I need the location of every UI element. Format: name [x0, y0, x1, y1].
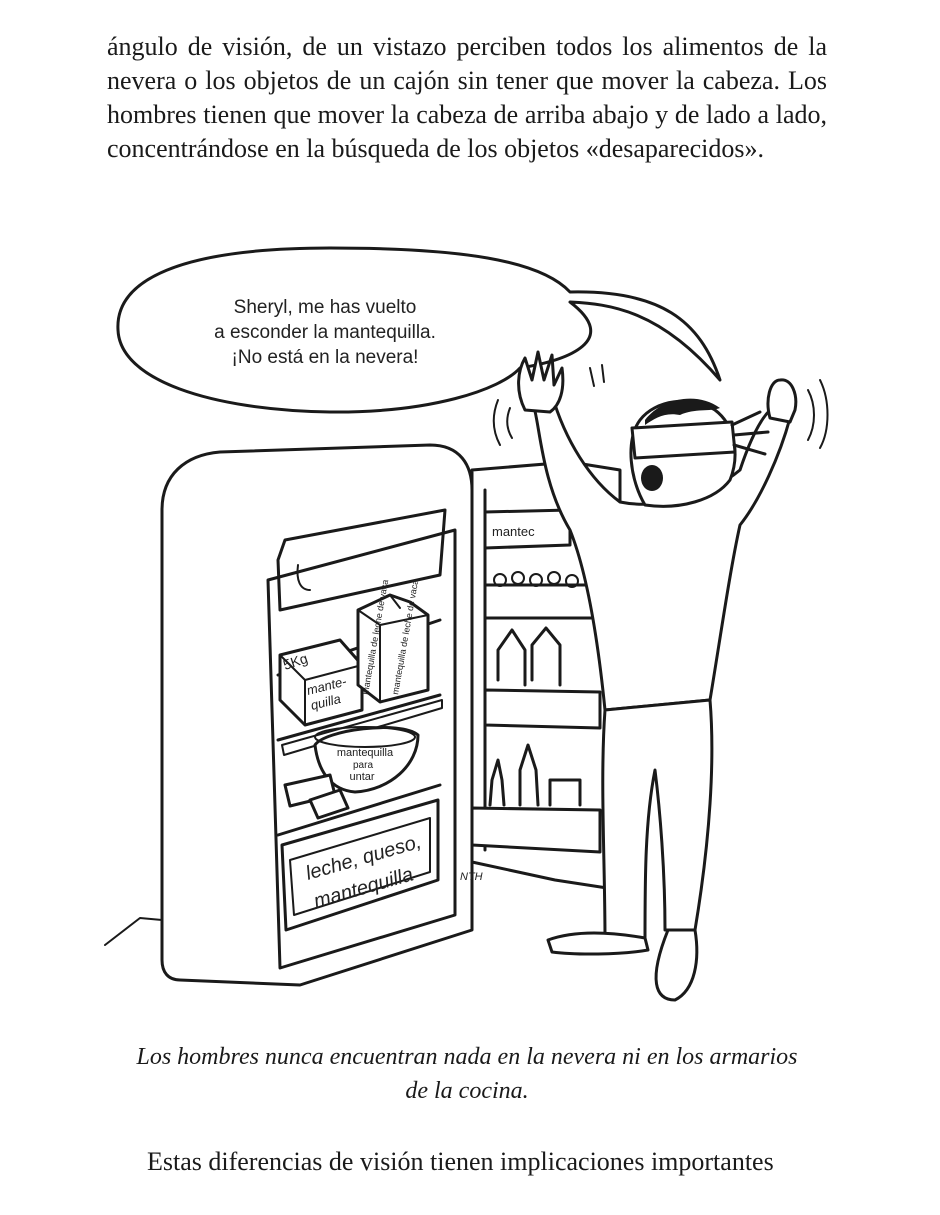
bowl-label-line-1: mantequilla	[337, 747, 394, 759]
bubble-line-2: a esconder la mantequilla.	[214, 322, 436, 343]
body-paragraph-bottom: Estas diferencias de visión tienen impli…	[147, 1147, 774, 1176]
box-front-line-2: quilla	[309, 691, 342, 713]
bowl-label-line-2: para	[353, 760, 373, 771]
box-side-label: 5Kg	[281, 650, 310, 673]
butter-bowl: mantequilla para untar	[313, 726, 420, 794]
floor-line	[104, 917, 163, 946]
figure-caption: Los hombres nunca encuentran nada en la …	[107, 1040, 827, 1108]
bowl-label-line-3: untar	[349, 771, 374, 783]
cartoon-illustration: Sheryl, me has vuelto a esconder la mant…	[100, 240, 840, 1030]
butter-box: 5Kg mante- quilla	[278, 638, 364, 727]
body-paragraph-top: ángulo de visión, de un vistazo perciben…	[107, 32, 827, 163]
bubble-line-3: ¡No está en la nevera!	[232, 347, 419, 368]
bubble-line-1: Sheryl, me has vuelto	[234, 297, 417, 318]
butter-stick-2	[308, 788, 350, 820]
blindfolded-man	[492, 350, 829, 1002]
crisper-drawer: leche, queso, mantequilla	[280, 798, 440, 932]
caption-line-2: de la cocina.	[405, 1078, 529, 1104]
artist-signature: NTH	[460, 871, 483, 883]
door-box-label: mantec	[492, 524, 535, 539]
caption-line-1: Los hombres nunca encuentran nada en la …	[136, 1044, 798, 1070]
speech-bubble: Sheryl, me has vuelto a esconder la mant…	[116, 246, 722, 414]
